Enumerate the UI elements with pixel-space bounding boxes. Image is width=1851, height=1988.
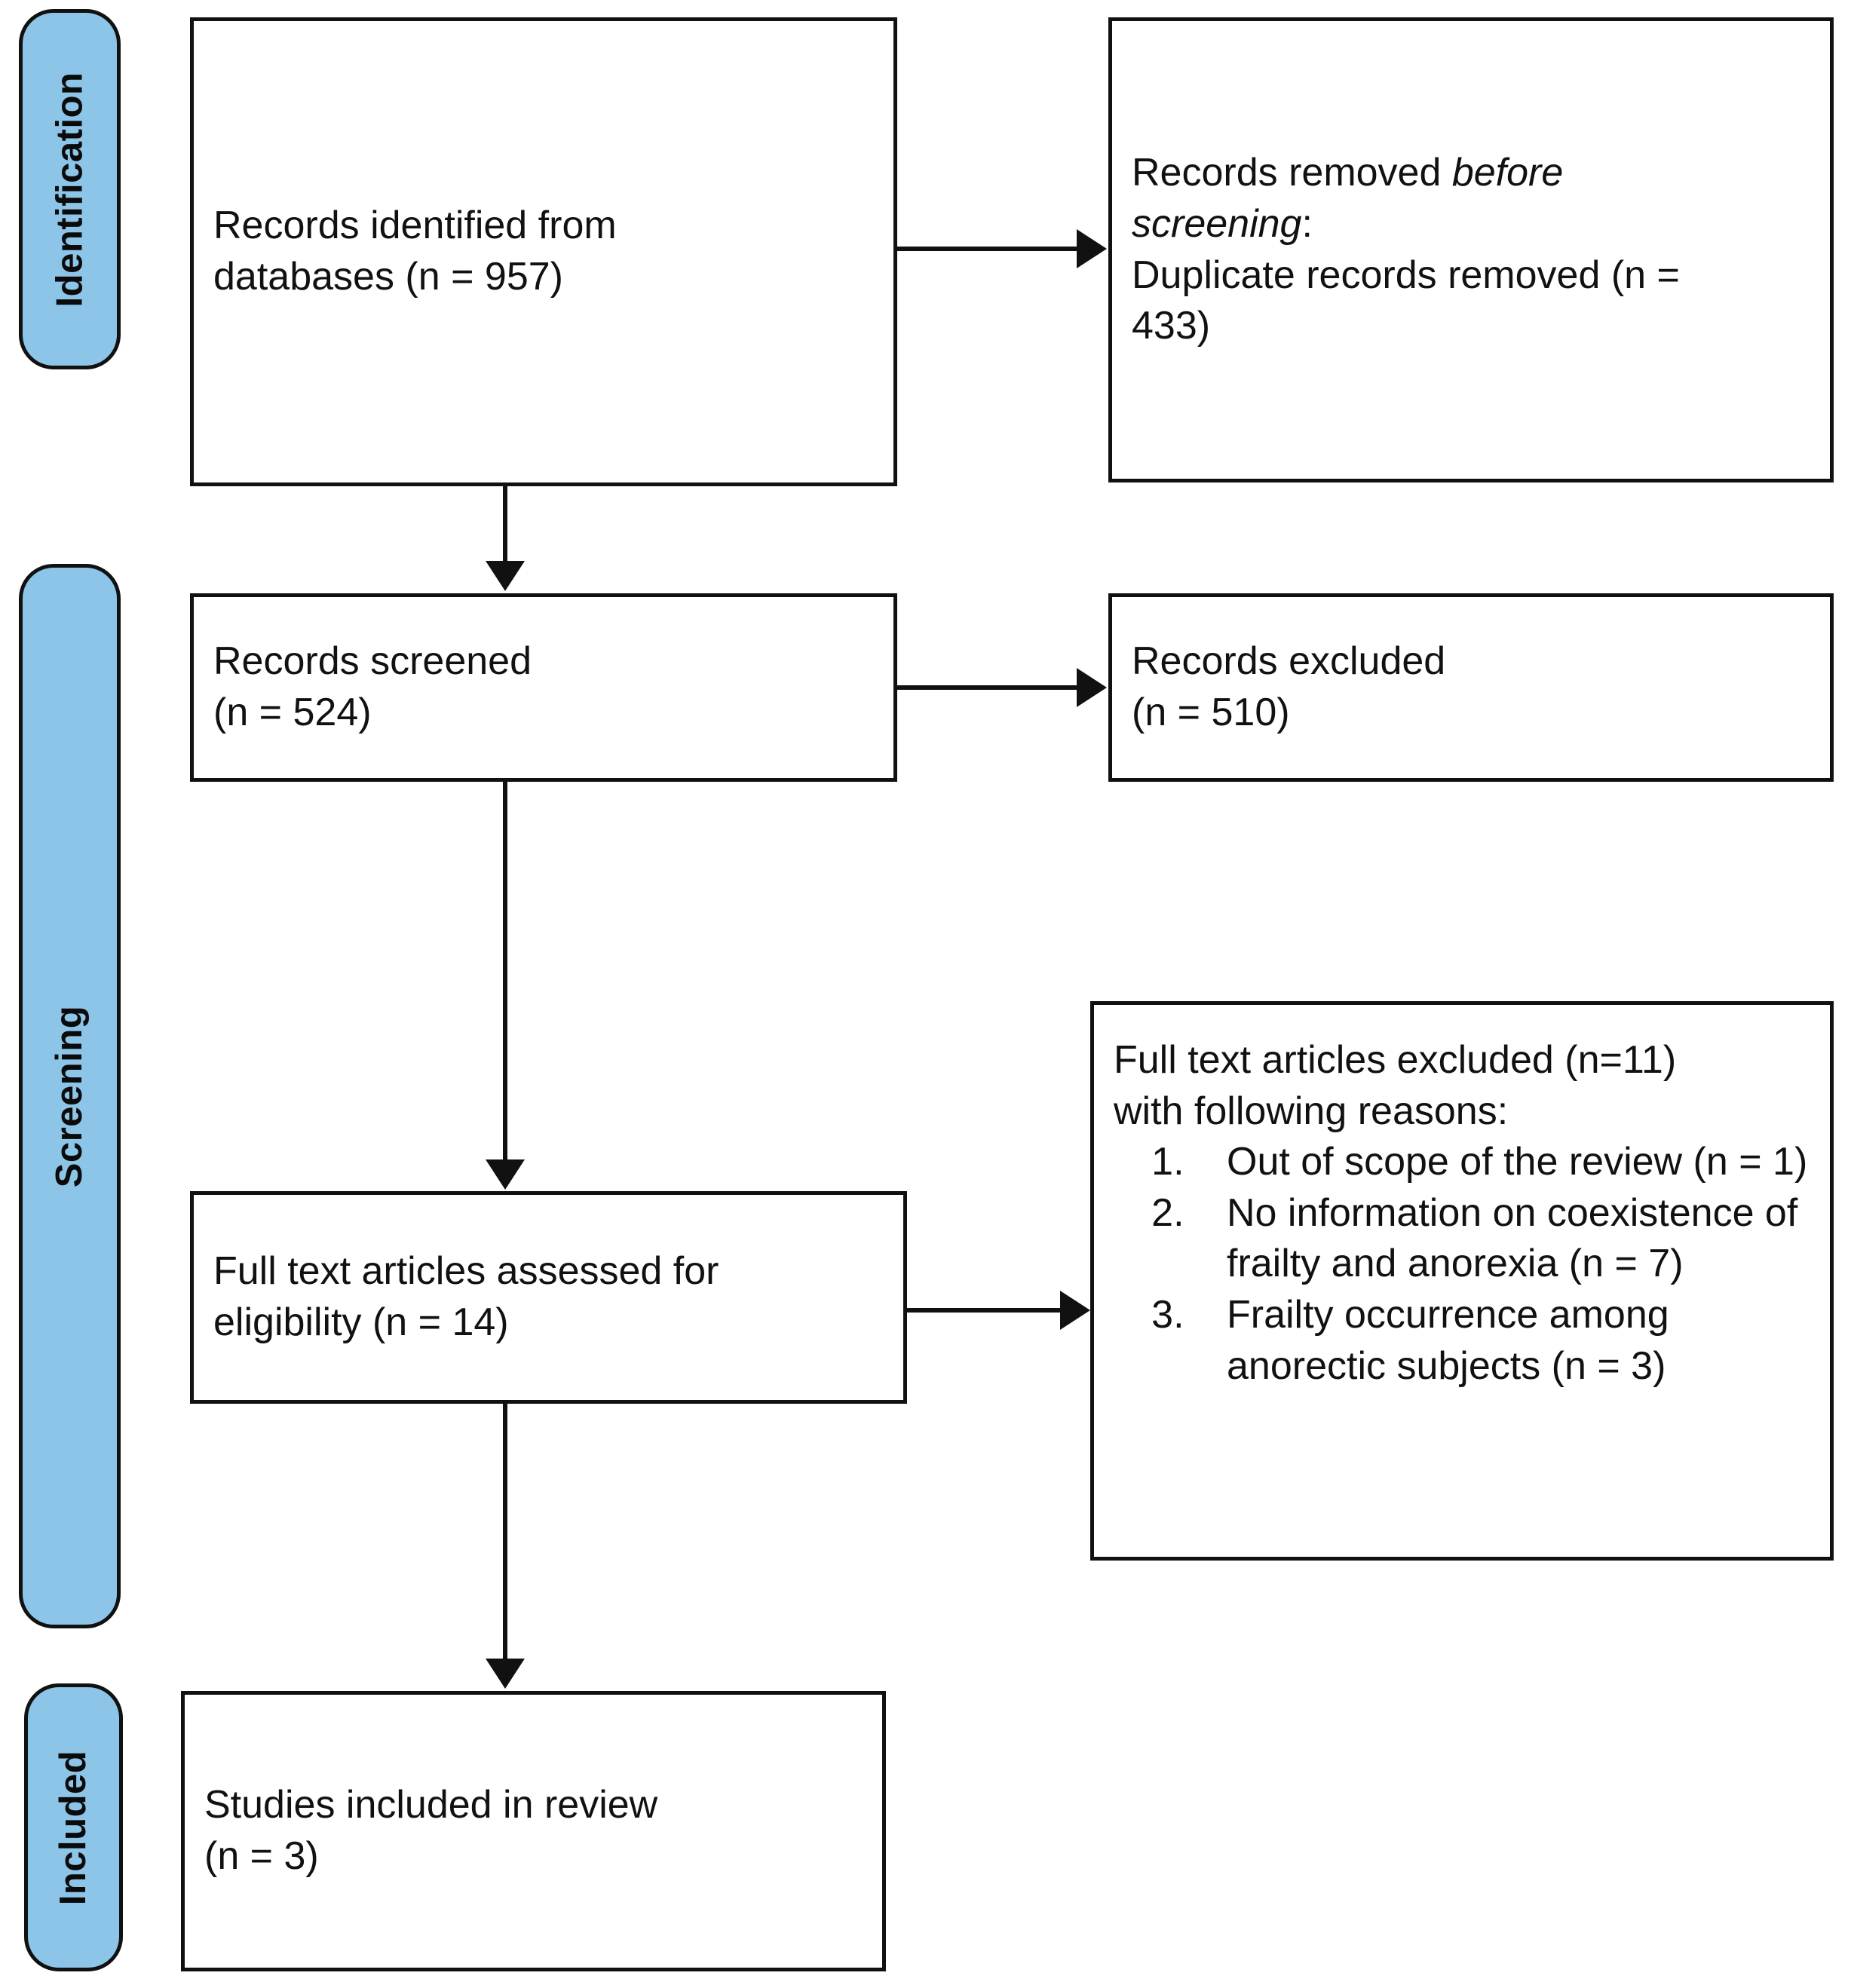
connector-screened-to-excluded xyxy=(897,685,1078,690)
arrow-identified-to-screened xyxy=(486,561,525,591)
records-excluded-line2: (n = 510) xyxy=(1132,691,1290,734)
box-records-excluded: Records excluded (n = 510) xyxy=(1108,593,1834,782)
stage-pill-identification: Identification xyxy=(19,9,121,369)
stage-label-screening: Screening xyxy=(49,1005,90,1187)
stage-pill-included: Included xyxy=(24,1683,123,1971)
box-records-screened-text: Records screened (n = 524) xyxy=(194,636,893,738)
box-records-identified: Records identified from databases (n = 9… xyxy=(190,17,897,486)
box-records-excluded-text: Records excluded (n = 510) xyxy=(1112,636,1830,738)
records-identified-line1: Records identified from xyxy=(213,204,617,248)
records-excluded-line1: Records excluded xyxy=(1132,639,1446,684)
stage-label-identification: Identification xyxy=(49,72,90,307)
records-removed-line2-italic: screening xyxy=(1132,201,1302,246)
box-records-screened: Records screened (n = 524) xyxy=(190,593,897,782)
records-removed-line3: Duplicate records removed (n = xyxy=(1132,253,1680,297)
stage-label-included: Included xyxy=(53,1750,93,1905)
arrow-assessed-to-included xyxy=(486,1659,525,1689)
studies-included-line1: Studies included in review xyxy=(204,1783,658,1827)
box-records-identified-text: Records identified from databases (n = 9… xyxy=(194,201,893,302)
connector-identified-to-removed xyxy=(897,247,1078,251)
exclusion-reason-item: Frailty occurrence among anorectic subje… xyxy=(1195,1290,1810,1392)
connector-identified-to-screened xyxy=(503,486,507,563)
connector-screened-to-assessed xyxy=(503,782,507,1161)
arrow-assessed-to-full-text-excluded xyxy=(1060,1291,1090,1330)
box-studies-included: Studies included in review (n = 3) xyxy=(181,1691,886,1971)
full-text-assessed-line2: eligibility (n = 14) xyxy=(213,1300,509,1344)
full-text-excluded-heading-line1: Full text articles excluded (n=11) xyxy=(1114,1038,1677,1082)
records-removed-line1-italic: before xyxy=(1451,151,1564,195)
records-removed-line2-suffix: : xyxy=(1301,201,1313,246)
records-removed-line1-prefix: Records removed xyxy=(1132,151,1452,195)
records-screened-line2: (n = 524) xyxy=(213,691,372,734)
records-identified-line2: databases (n = 957) xyxy=(213,255,563,299)
box-full-text-assessed-text: Full text articles assessed for eligibil… xyxy=(194,1246,903,1348)
arrow-identified-to-removed xyxy=(1077,229,1107,268)
exclusion-reasons-list: Out of scope of the review (n = 1) No in… xyxy=(1114,1137,1810,1392)
records-screened-line1: Records screened xyxy=(213,639,532,684)
stage-pill-screening: Screening xyxy=(19,564,121,1628)
box-full-text-excluded-text: Full text articles excluded (n=11) with … xyxy=(1094,1005,1830,1392)
full-text-excluded-heading-line2: with following reasons: xyxy=(1114,1089,1509,1133)
exclusion-reason-item: Out of scope of the review (n = 1) xyxy=(1195,1137,1810,1188)
box-full-text-excluded: Full text articles excluded (n=11) with … xyxy=(1090,1001,1834,1561)
full-text-assessed-line1: Full text articles assessed for xyxy=(213,1249,719,1294)
box-records-removed-text: Records removed before screening: Duplic… xyxy=(1112,148,1830,351)
studies-included-line2: (n = 3) xyxy=(204,1834,319,1878)
box-studies-included-text: Studies included in review (n = 3) xyxy=(185,1780,882,1882)
box-full-text-assessed: Full text articles assessed for eligibil… xyxy=(190,1191,907,1404)
arrow-screened-to-excluded xyxy=(1077,668,1107,707)
box-records-removed: Records removed before screening: Duplic… xyxy=(1108,17,1834,482)
exclusion-reason-item: No information on coexistence of frailty… xyxy=(1195,1188,1810,1290)
records-removed-line4: 433) xyxy=(1132,304,1211,348)
connector-assessed-to-full-text-excluded xyxy=(907,1308,1062,1313)
connector-assessed-to-included xyxy=(503,1404,507,1660)
arrow-screened-to-assessed xyxy=(486,1159,525,1190)
